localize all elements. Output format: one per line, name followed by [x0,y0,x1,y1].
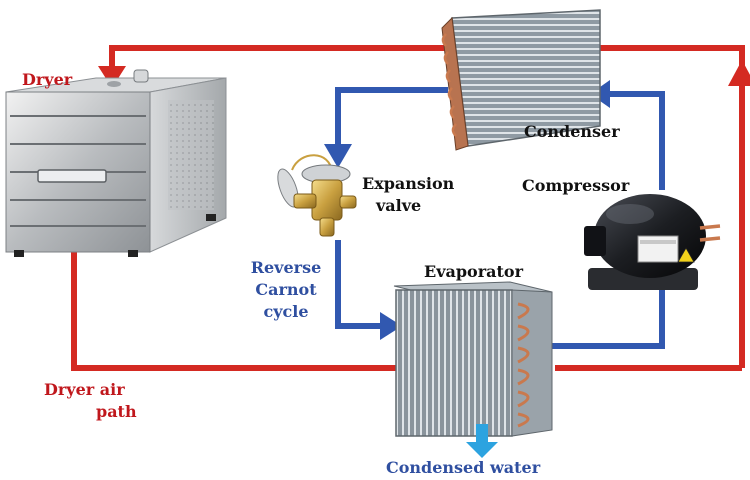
dryer-illustration [5,69,227,257]
air-path-top-segment [109,45,745,368]
compressor-label-sticker [637,235,679,263]
valve-inlet [293,193,317,209]
dryer-air-path-label-line2: path [96,402,137,421]
compressor-terminal-box [584,226,606,256]
dryer-trays [10,115,146,227]
dryer-vent [107,81,121,87]
dryer-knob [133,69,149,83]
arrow-down-icon [324,144,352,168]
dryer-foot [14,250,24,257]
evaporator-copper-tubes [517,302,530,428]
dryer-handle [37,169,107,183]
expansion-valve-label-line2: valve [376,196,422,215]
reverse-carnot-label-line1: Reverse [250,258,322,277]
compressor-illustration [584,194,721,290]
dryer-foot [206,214,216,221]
refrigerant-valve-to-evaporator [335,240,385,329]
expansion-valve-label-line1: Expansion [362,174,455,193]
arrow-up-icon [728,60,750,86]
condenser-illustration [441,9,601,151]
air-path-bottom-segment [71,248,460,371]
arrow-down-icon [98,66,126,88]
dryer-foot [128,250,138,257]
evaporator-illustration [393,281,553,437]
refrigerant-condenser-to-valve [335,87,448,150]
arrow-right-icon [380,312,402,340]
evaporator-face [395,289,513,437]
valve-outlet [339,195,357,209]
evaporator-label: Evaporator [424,262,524,281]
compressor-pipes [699,224,721,242]
compressor-label: Compressor [522,176,630,195]
compressor-highlight [606,204,654,224]
warning-triangle-icon [677,247,695,263]
refrigerant-path [335,87,665,349]
condensed-water-arrow [466,424,498,458]
refrigerant-compressor-to-condenser [608,91,665,190]
condensed-water-label: Condensed water [386,458,541,477]
compressor-label-stripe [640,240,676,244]
condenser-label: Condenser [524,122,620,141]
dryer-label: Dryer [22,70,73,89]
valve-stem [319,217,335,237]
reverse-carnot-label-line3: cycle [263,302,309,321]
refrigerant-evaporator-to-compressor [552,285,665,349]
arrow-down-icon [466,442,498,458]
reverse-carnot-label-line2: Carnot [255,280,317,299]
dryer-side-vent [168,100,214,210]
dryer-air-path-label-line1: Dryer air [44,380,125,399]
dryer-air-path [71,45,745,371]
expansion-valve-illustration [277,154,357,237]
condenser-copper-tubes [441,33,457,137]
